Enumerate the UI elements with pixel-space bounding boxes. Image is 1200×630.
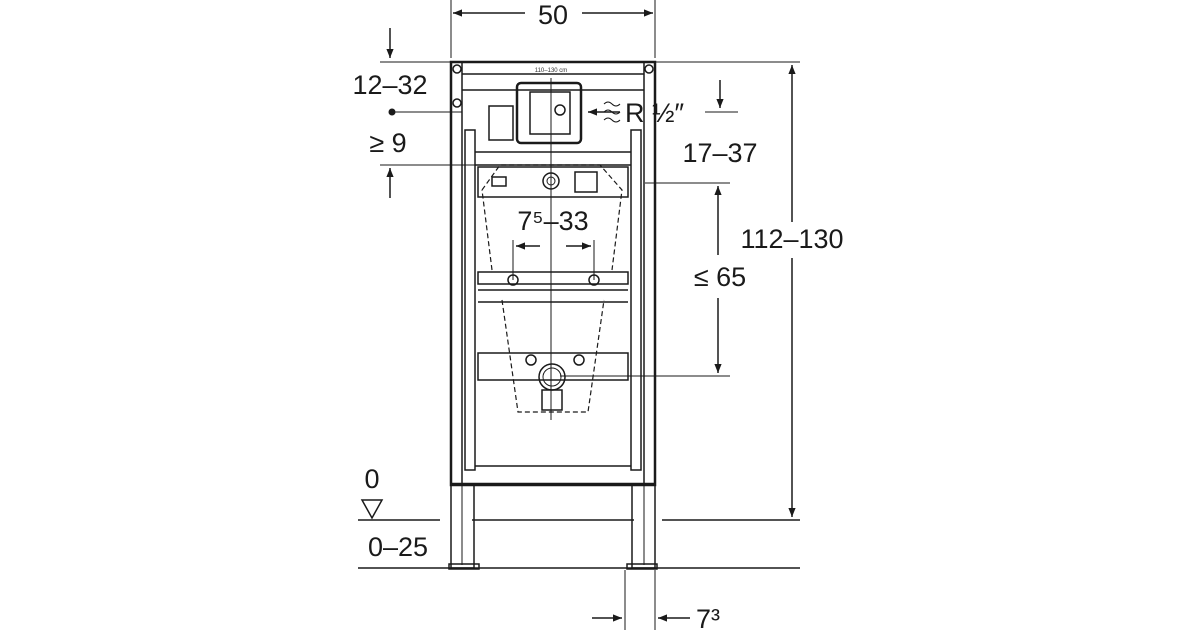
clearance-label: ≥ 9 [369,128,406,158]
installation-frame: 110–130 cm [448,60,658,570]
bracket-spacing-dimension: 7⁵–33 [512,206,595,280]
bracket-spacing-label: 7⁵–33 [517,206,588,236]
top-offset-dimension: 12–32 [352,28,462,116]
leg-depth-label: 7³ [696,604,720,630]
leg-depth-dimension: 7³ [592,570,720,630]
supply-height-label: 17–37 [682,138,757,168]
width-dimension: 50 [450,0,656,58]
supply-height-dimension: 17–37 [655,61,800,168]
drain-height-label: ≤ 65 [694,262,746,292]
clearance-dimension: ≥ 9 [369,128,478,198]
drain-height-dimension: ≤ 65 [560,182,746,377]
water-connection-callout: R ½″ [588,98,685,128]
frame-height-label: 112–130 [740,224,843,254]
floor-level-label: 0 [364,464,379,494]
leg-adjustment-label: 0–25 [368,532,428,562]
floor-levels: 0 0–25 [358,464,800,569]
frame-height-dimension: 112–130 [740,65,844,517]
width-label: 50 [538,0,568,30]
water-connection-label: R ½″ [625,98,685,128]
top-offset-label: 12–32 [352,70,427,100]
plate-label: 110–130 cm [535,68,568,74]
